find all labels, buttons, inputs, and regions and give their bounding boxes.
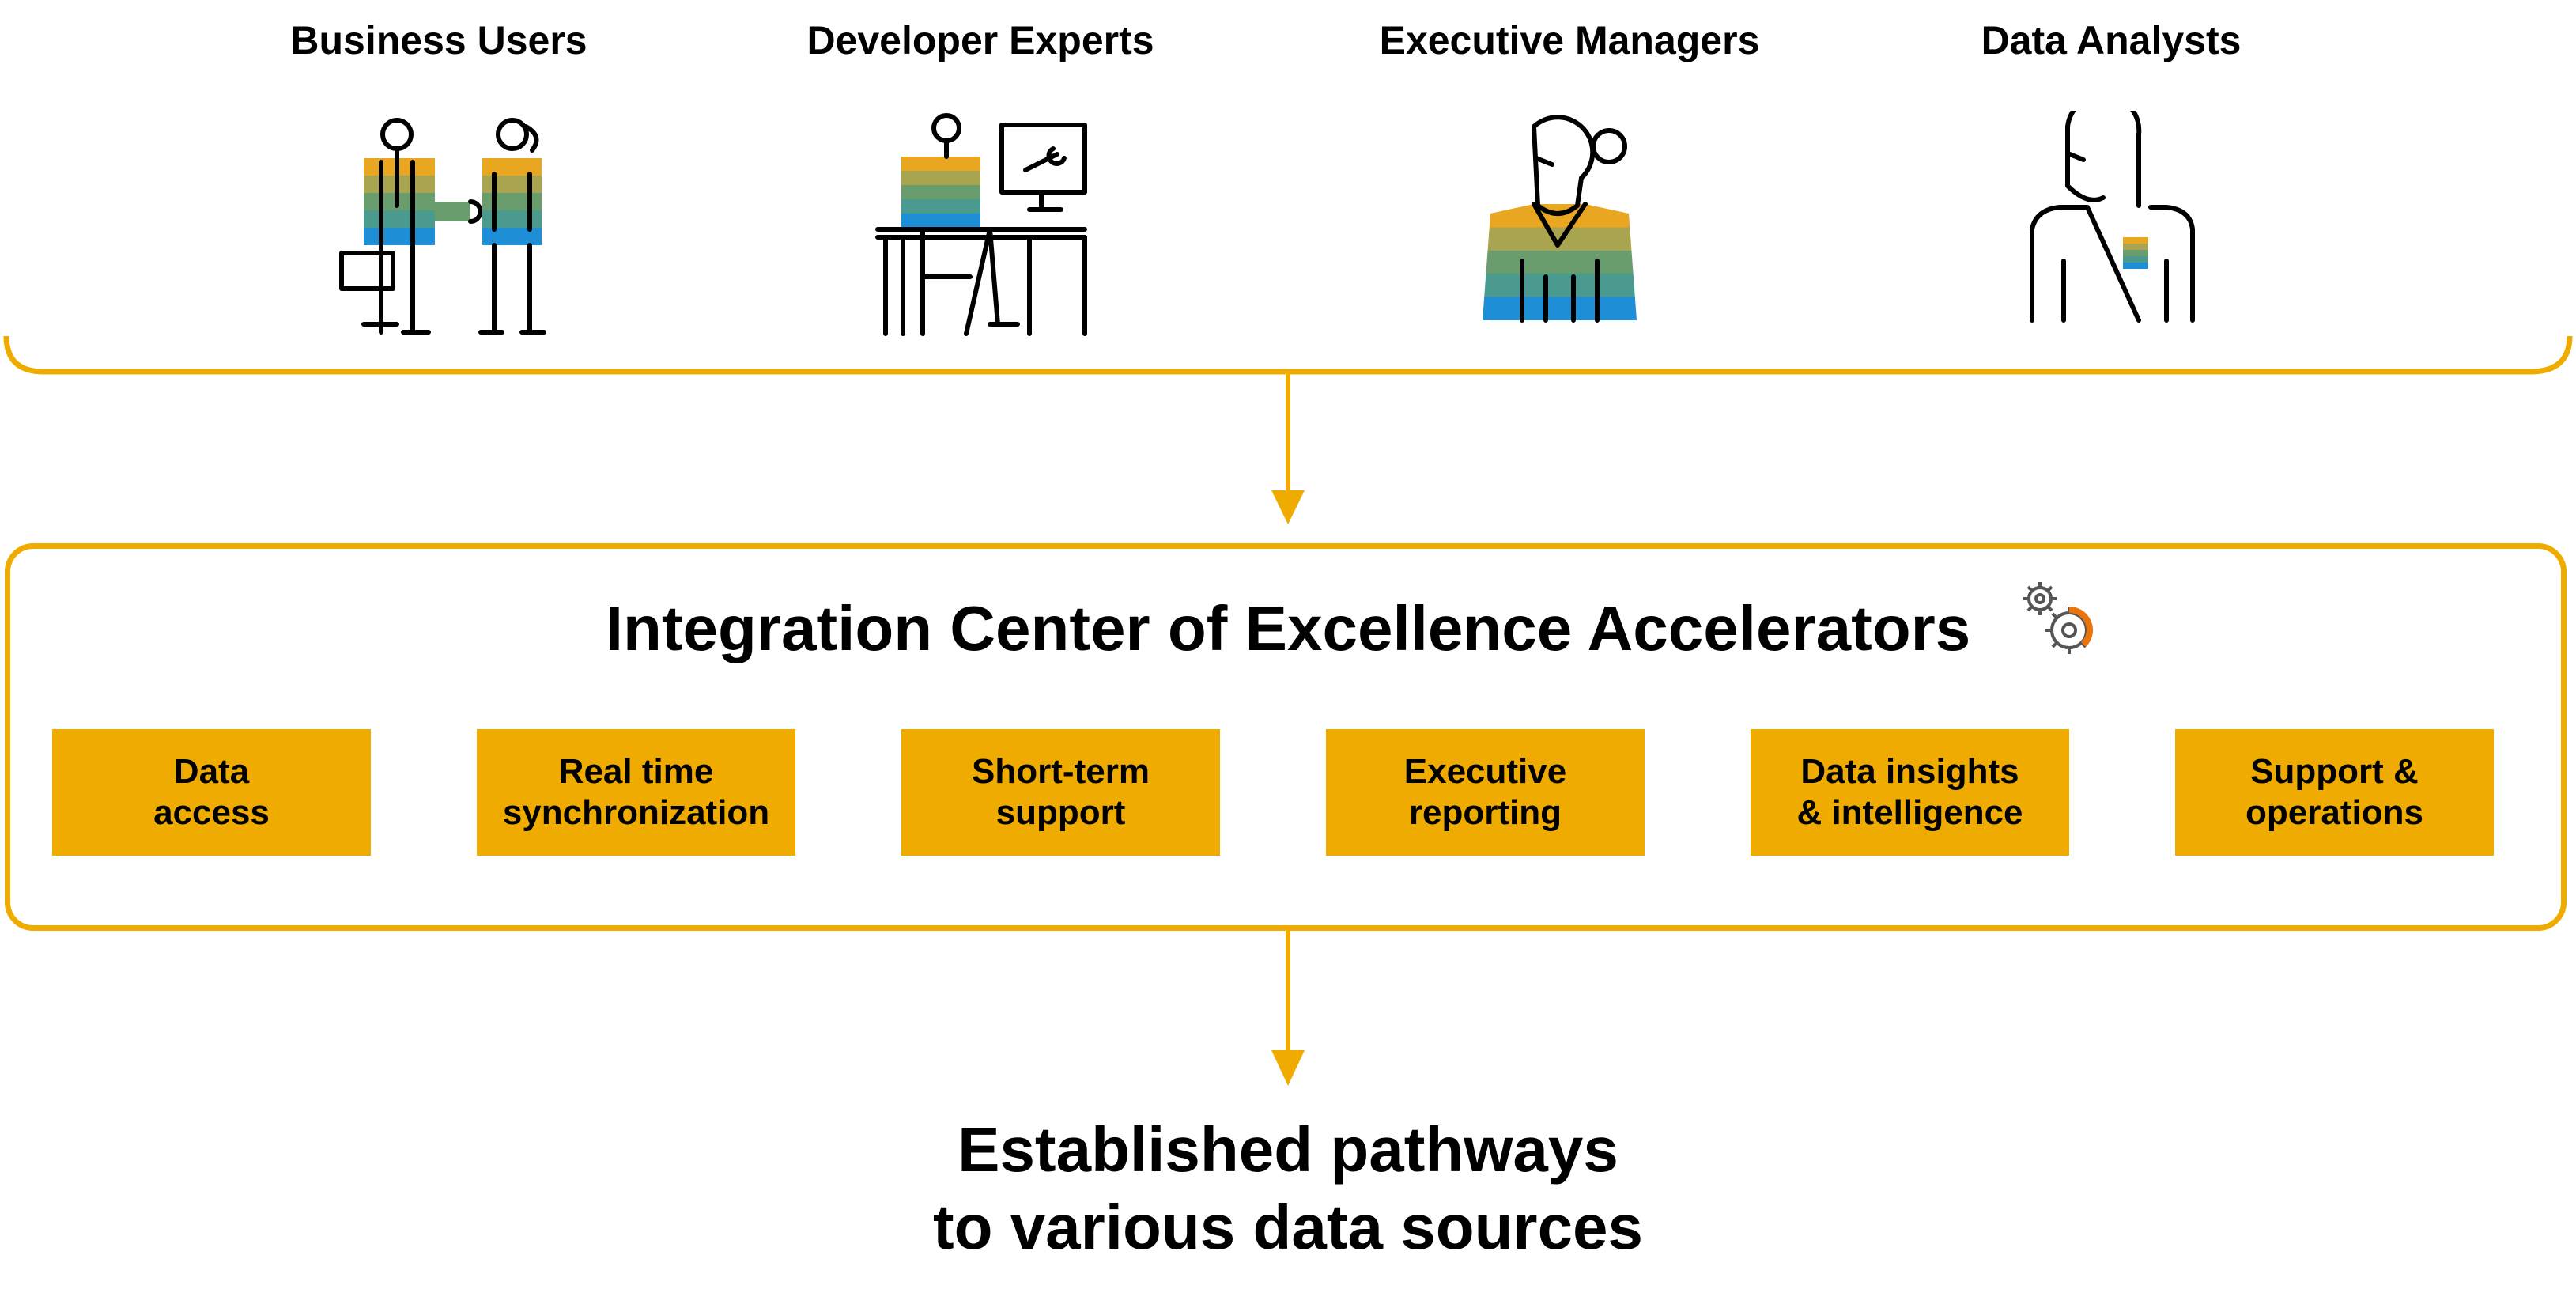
- accelerator-label: Support & operations: [2246, 752, 2423, 832]
- persona-label-data-analysts: Data Analysts: [1981, 18, 2242, 62]
- persona-label-business-users: Business Users: [290, 18, 587, 62]
- business-users-icon: [339, 118, 546, 335]
- data-analyst-icon: [2030, 111, 2195, 323]
- coe-container: [5, 543, 2567, 931]
- persona-bracket: [3, 335, 2573, 375]
- accelerator-label: Data insights & intelligence: [1796, 752, 2023, 832]
- outcome-text: Established pathways to various data sou…: [932, 1114, 1644, 1262]
- gears-icon: [2023, 582, 2093, 654]
- accelerator-short-term-support: Short-term support: [901, 729, 1220, 856]
- arrow-to-coe-head: [1271, 490, 1305, 524]
- accelerator-data-access: Data access: [52, 729, 371, 856]
- accelerator-label: Data access: [153, 752, 270, 832]
- developer-expert-icon: [875, 113, 1087, 336]
- accelerator-label: Short-term support: [972, 752, 1150, 832]
- executive-manager-icon: [1483, 115, 1637, 323]
- persona-label-executive-managers: Executive Managers: [1379, 18, 1760, 62]
- accelerator-executive-reporting: Executive reporting: [1326, 729, 1645, 856]
- accelerator-label: Executive reporting: [1403, 752, 1567, 832]
- accelerator-label: Real time synchronization: [502, 752, 770, 832]
- accelerator-data-insights: Data insights & intelligence: [1751, 729, 2069, 856]
- arrow-to-outcome-head: [1271, 1050, 1305, 1086]
- accelerator-support-operations: Support & operations: [2175, 729, 2494, 856]
- coe-title: Integration Center of Excellence Acceler…: [605, 593, 1971, 663]
- persona-label-developer-experts: Developer Experts: [806, 18, 1154, 62]
- accelerator-real-time-sync: Real time synchronization: [477, 729, 795, 856]
